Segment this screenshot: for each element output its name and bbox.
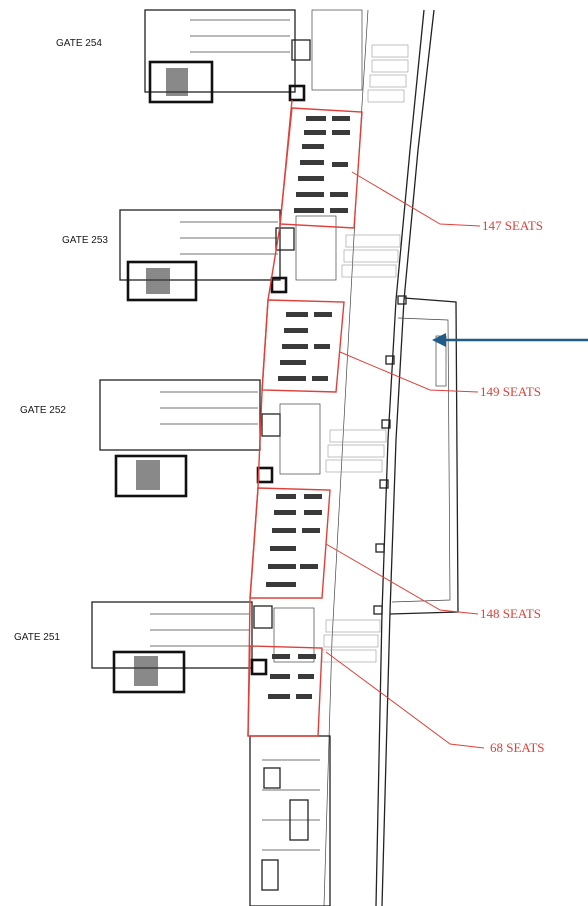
arrow-left-icon xyxy=(432,333,588,347)
gate-252-label: GATE 252 xyxy=(20,405,66,416)
gate-253-block xyxy=(119,209,337,302)
seating-zones xyxy=(247,99,363,737)
gate-254-label: GATE 254 xyxy=(56,38,102,49)
seat-count-148: 148 SEATS xyxy=(480,606,541,621)
gate-252-block xyxy=(99,379,321,498)
seating-zone-148 xyxy=(249,487,331,599)
gate-251-label: GATE 251 xyxy=(14,632,60,643)
gate-253-label: GATE 253 xyxy=(62,235,108,246)
seat-count-149: 149 SEATS xyxy=(480,384,541,399)
seat-count-68: 68 SEATS xyxy=(490,740,545,755)
gate-254-block xyxy=(144,9,363,104)
annotation-leaders xyxy=(325,171,485,749)
lower-service-area xyxy=(249,735,331,906)
seat-rows xyxy=(266,116,350,699)
gate-251-block xyxy=(91,601,315,694)
concourse-structure xyxy=(321,9,459,906)
seat-count-147: 147 SEATS xyxy=(482,218,543,233)
